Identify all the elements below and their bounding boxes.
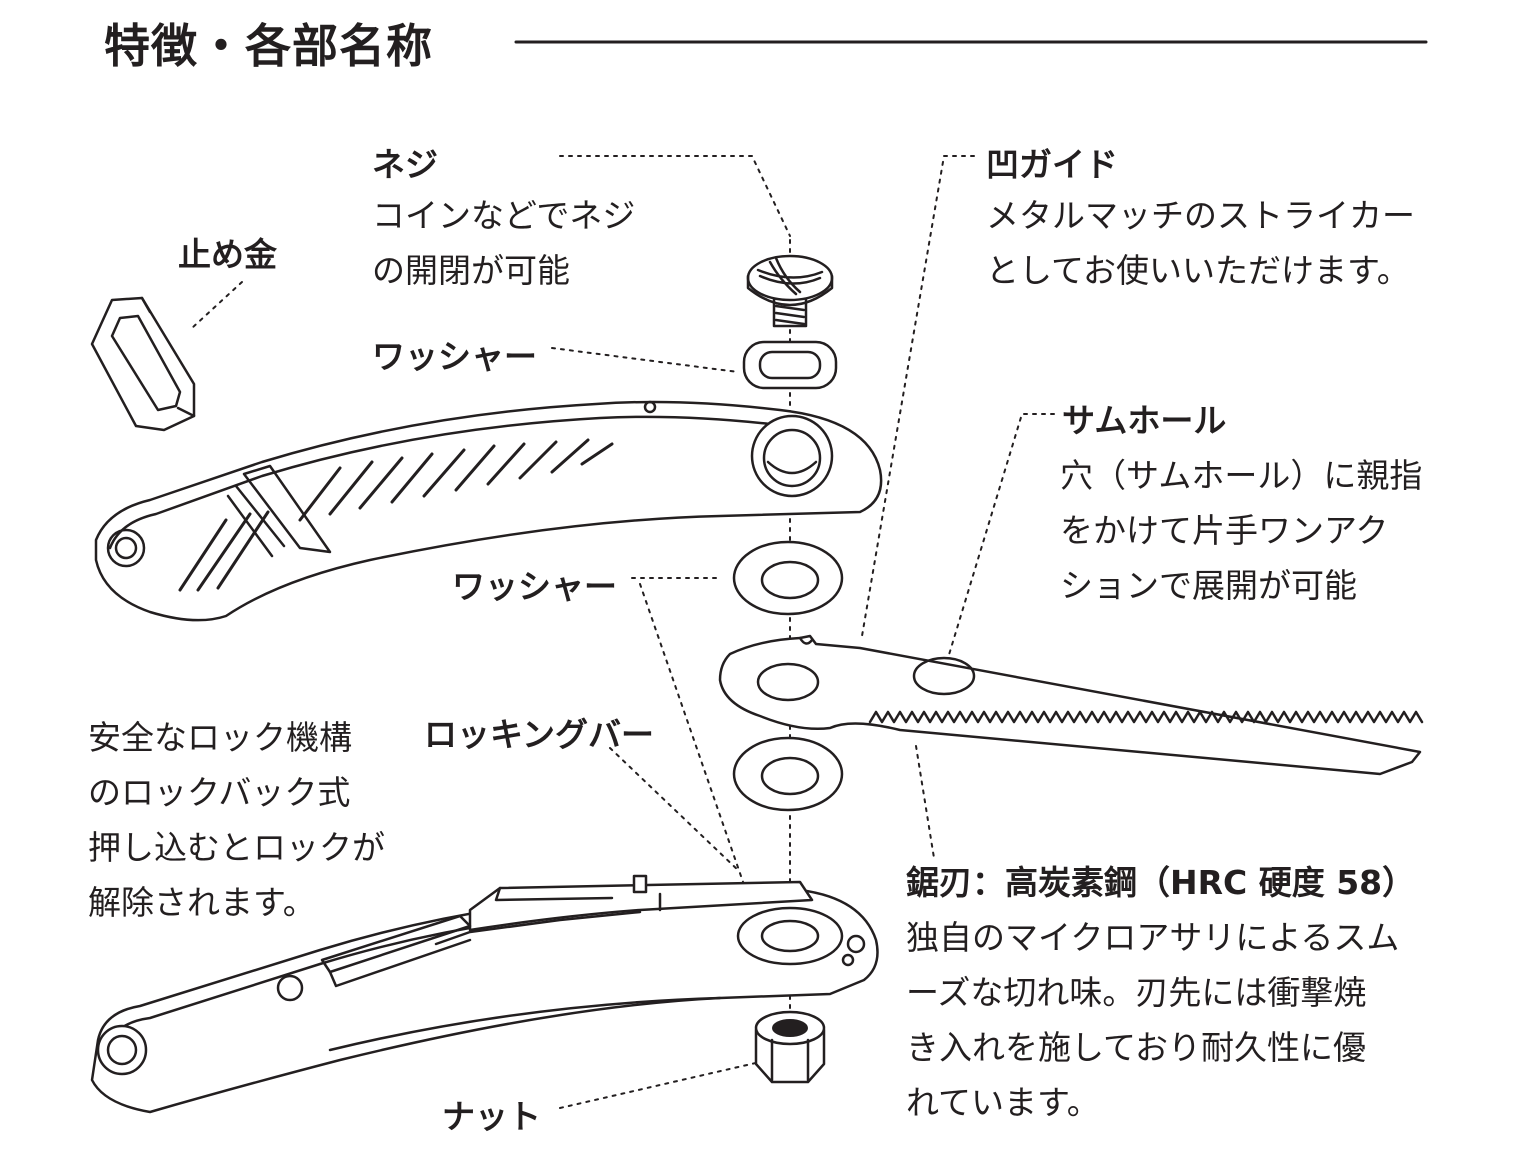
lock-description: 安全なロック機構 のロックバック式 押し込むとロックが 解除されます。 (88, 710, 385, 930)
stopper-part (90, 296, 196, 432)
thumbhole-description: 穴（サムホール）に親指 をかけて片手ワンアク ションで展開が可能 (1060, 448, 1422, 613)
screw-desc-line: コインなどでネジ (372, 196, 636, 235)
lock-desc-line: 解除されます。 (88, 883, 316, 922)
thumbhole-desc-line: 穴（サムホール）に親指 (1060, 456, 1423, 495)
locking-bar-leader (609, 747, 741, 873)
washer-mid-diag-leader (639, 583, 771, 961)
guide-desc-line: メタルマッチのストライカー (986, 196, 1415, 235)
nut-label: ナット (442, 1097, 541, 1136)
washer-top-leader (551, 347, 739, 373)
nut-leader (559, 1061, 761, 1109)
stopper-label: 止め金 (178, 235, 277, 274)
washer-top-part (742, 340, 838, 390)
page-title: 特徴・各部名称 (104, 19, 433, 73)
guide-leader (861, 155, 975, 637)
blade-label: 鋸刃：高炭素鋼（HRC 硬度 58） (906, 863, 1416, 902)
thumbhole-label: サムホール (1062, 401, 1227, 440)
screw-description: コインなどでネジ の開閉が可能 (372, 188, 635, 298)
screw-label: ネジ (372, 145, 438, 184)
saw-teeth (868, 710, 1424, 724)
guide-label: 凹ガイド (986, 145, 1118, 184)
guide-description: メタルマッチのストライカー としてお使いいただけます。 (986, 188, 1415, 298)
lock-desc-line: のロックバック式 (88, 773, 351, 812)
washer-lower-part (732, 736, 844, 812)
lock-desc-line: 押し込むとロックが (88, 828, 385, 867)
thumbhole-desc-line: ションで展開が可能 (1060, 566, 1357, 605)
washer-middle-part (732, 540, 844, 616)
washer-top-label: ワッシャー (372, 337, 537, 376)
screw-leader (559, 155, 791, 237)
locking-bar (468, 880, 814, 932)
screw-desc-line: の開閉が可能 (372, 251, 570, 290)
blade-desc-line: き入れを施しており耐久性に優 (906, 1028, 1367, 1067)
thumbhole-leader (947, 413, 1055, 659)
blade-desc-line: ーズな切れ味。刃先には衝撃焼 (906, 973, 1367, 1012)
screw-part (746, 254, 834, 328)
blade-desc-line: 独自のマイクロアサリによるスム (906, 918, 1400, 957)
blade-desc-line: れています。 (906, 1083, 1100, 1122)
blade-leader (915, 745, 935, 859)
nut-part (754, 1010, 826, 1084)
grip-grooves (178, 438, 614, 592)
locking-bar-label: ロッキングバー (424, 715, 655, 754)
washer-middle-label: ワッシャー (452, 567, 617, 606)
thumbhole-desc-line: をかけて片手ワンアク (1060, 511, 1389, 550)
blade-part (718, 634, 1424, 776)
bottom-handle-part (90, 874, 879, 1114)
stopper-leader (191, 281, 243, 329)
blade-description: 独自のマイクロアサリによるスム ーズな切れ味。刃先には衝撃焼 き入れを施しており… (906, 910, 1399, 1130)
lock-desc-line: 安全なロック機構 (88, 718, 352, 757)
guide-desc-line: としてお使いいただけます。 (986, 251, 1410, 290)
top-handle-part (94, 400, 883, 622)
